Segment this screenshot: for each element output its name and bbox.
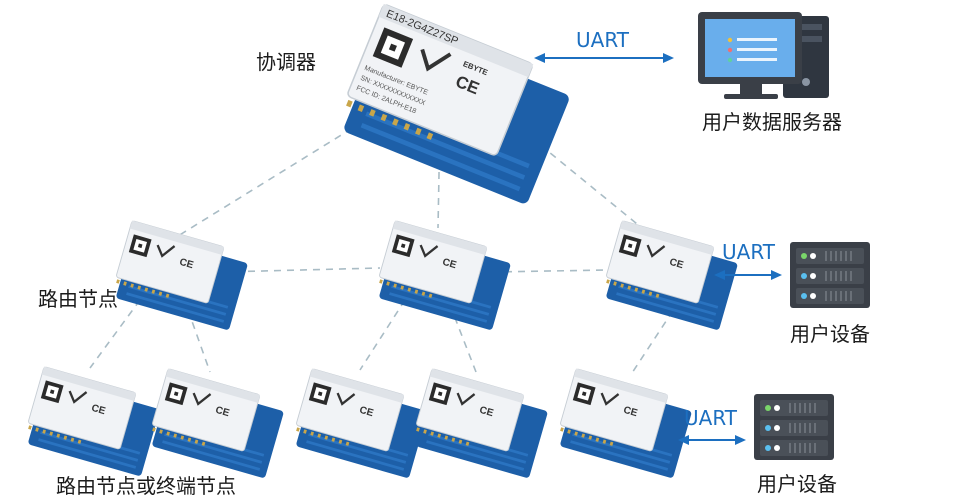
uart-arrow-device-1 xyxy=(714,270,782,280)
data-server-label: 用户数据服务器 xyxy=(702,110,842,134)
router-module-1 xyxy=(108,219,253,332)
user-device-server-icon-1 xyxy=(790,242,870,308)
coordinator-module: E18-2G4Z27SP EBYTE Manufacturer: EBYTE S… xyxy=(334,4,577,205)
uart-label-device-1: UART xyxy=(722,240,775,264)
router-or-end-node-label: 路由节点或终端节点 xyxy=(56,474,236,497)
server-computer-icon xyxy=(698,12,829,99)
end-module-3 xyxy=(288,367,433,480)
uart-arrow-server xyxy=(534,53,674,63)
uart-label-device-2: UART xyxy=(684,406,737,430)
router-module-2 xyxy=(371,219,516,332)
end-module-4 xyxy=(408,367,553,480)
user-device-label-2: 用户设备 xyxy=(757,472,837,496)
coordinator-label: 协调器 xyxy=(256,50,316,74)
router-node-label: 路由节点 xyxy=(38,287,118,311)
end-module-5 xyxy=(552,367,697,480)
user-device-server-icon-2 xyxy=(754,394,834,460)
user-device-label-1: 用户设备 xyxy=(790,322,870,346)
uart-arrow-device-2 xyxy=(678,435,746,445)
uart-label-server: UART xyxy=(576,28,629,52)
end-module-2 xyxy=(144,367,289,480)
end-module-1 xyxy=(20,365,165,478)
